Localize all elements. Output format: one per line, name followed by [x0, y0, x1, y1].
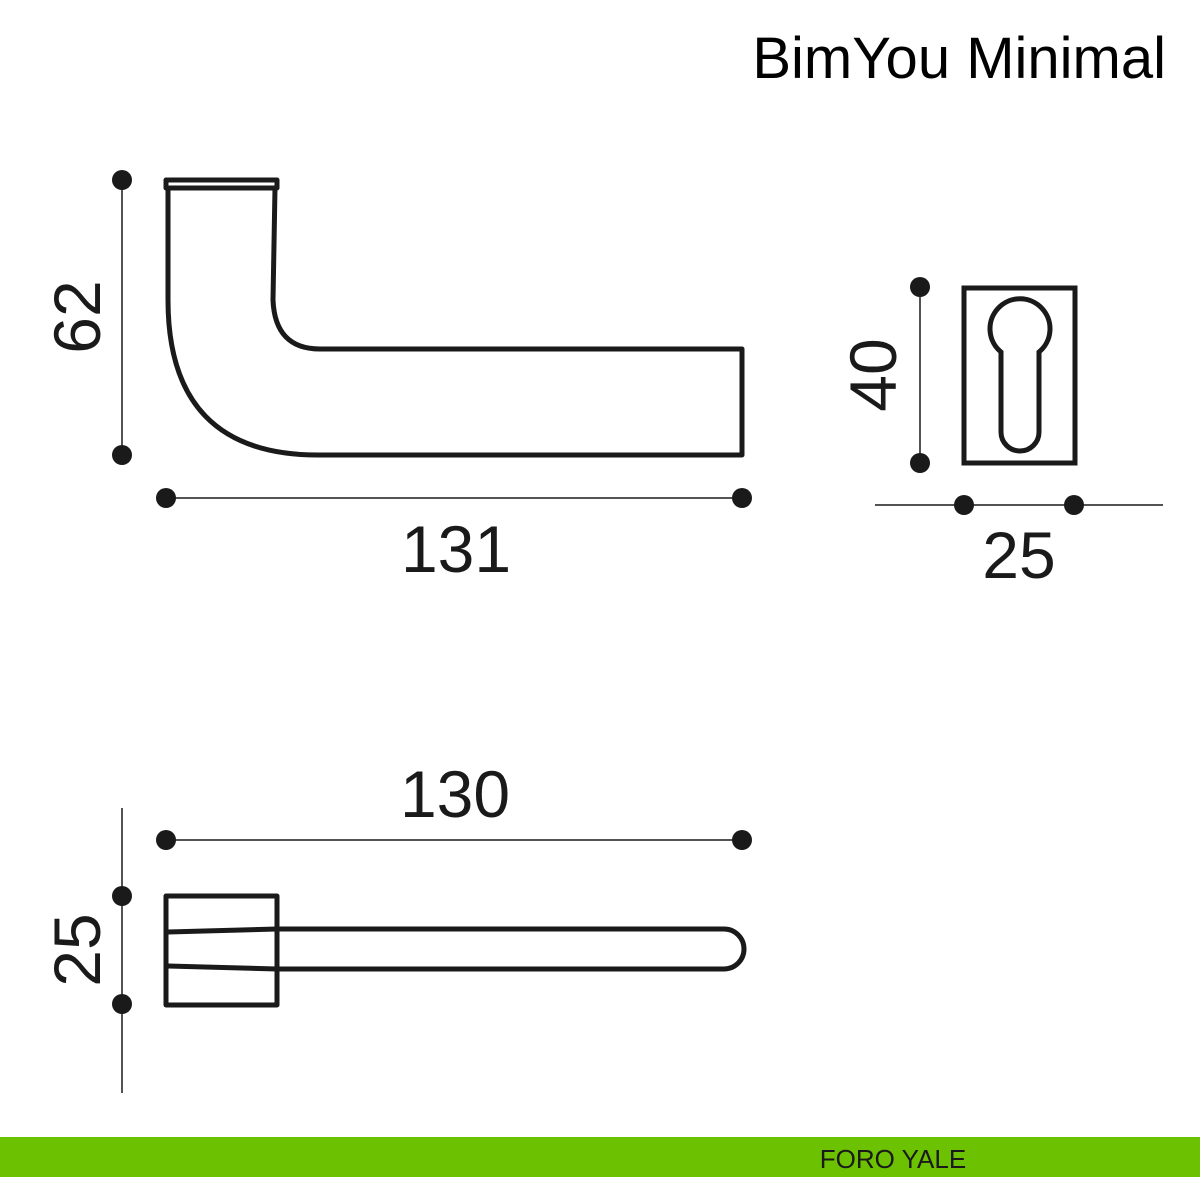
- dimension-label-25-rose: 25: [40, 913, 114, 986]
- escutcheon-plate: [961, 285, 1078, 466]
- lever-outline: [165, 187, 745, 458]
- rose-top-view: [163, 893, 280, 1008]
- dimension-label-25-escutcheon: 25: [982, 518, 1055, 592]
- dimension-62: 62: [40, 170, 132, 465]
- rose-top: [163, 177, 280, 191]
- dimension-131: 131: [156, 488, 752, 586]
- product-title: BimYou Minimal: [752, 26, 1166, 91]
- escutcheon: [961, 285, 1078, 466]
- dimension-25-rose: 25: [40, 808, 132, 1093]
- dimension-label-62: 62: [40, 280, 114, 353]
- lever-top-outline: [167, 926, 747, 972]
- footer-band: [0, 1137, 1200, 1177]
- lever-side-view: [163, 177, 745, 458]
- keyhole-icon: [987, 296, 1053, 454]
- lever-top-view: [163, 893, 747, 1008]
- dimension-label-131: 131: [401, 512, 511, 586]
- dimension-label-40: 40: [836, 338, 910, 411]
- dimension-label-130: 130: [400, 757, 510, 831]
- footer-label: FORO YALE: [820, 1144, 966, 1174]
- dimension-130: 130: [156, 757, 752, 850]
- dimension-25-escutcheon: 25: [875, 495, 1163, 592]
- dimension-40: 40: [836, 277, 930, 473]
